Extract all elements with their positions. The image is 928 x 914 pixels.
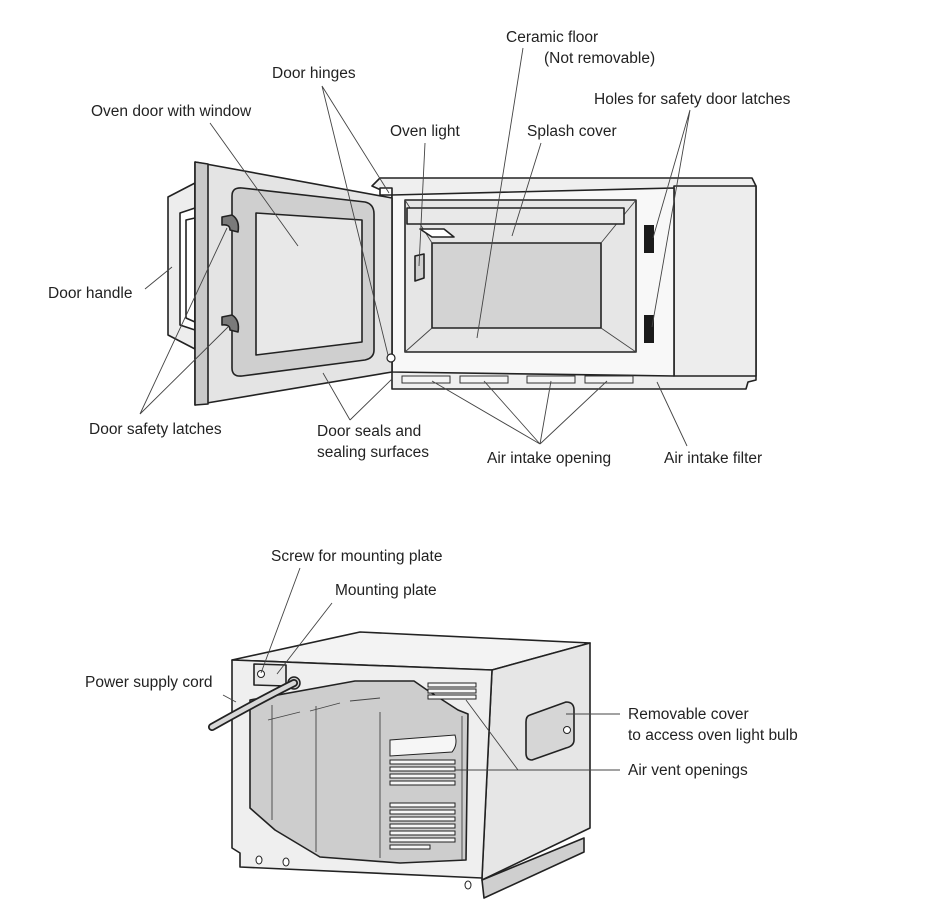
label-ceramic-floor: Ceramic floor bbox=[506, 29, 599, 46]
label-door-seals-line1: Door seals and bbox=[317, 423, 422, 440]
label-holes-safety-latches: Holes for safety door latches bbox=[594, 91, 791, 108]
label-oven-door-window: Oven door with window bbox=[91, 103, 252, 120]
door-hinge-bottom bbox=[386, 353, 396, 363]
label-door-seals-line2: sealing surfaces bbox=[317, 444, 430, 461]
label-door-handle: Door handle bbox=[48, 285, 133, 302]
label-screw-mounting-plate: Screw for mounting plate bbox=[271, 548, 443, 565]
microwave-front-view bbox=[139, 47, 757, 447]
label-air-vent-openings: Air vent openings bbox=[628, 762, 748, 779]
air-vent-openings bbox=[389, 682, 477, 850]
label-removable-cover-line1: Removable cover bbox=[628, 706, 749, 723]
label-air-intake-opening: Air intake opening bbox=[487, 450, 612, 467]
mounting-plate-screw bbox=[257, 670, 265, 678]
door-hinge-top bbox=[379, 187, 393, 196]
latch-hole-bottom bbox=[644, 315, 654, 343]
latch-hole-top bbox=[644, 225, 654, 253]
removable-light-cover bbox=[525, 701, 575, 761]
microwave-rear-view bbox=[208, 567, 620, 899]
door-window bbox=[255, 212, 363, 356]
label-power-supply-cord: Power supply cord bbox=[85, 674, 213, 691]
label-splash-cover: Splash cover bbox=[527, 123, 617, 140]
oven-light bbox=[414, 253, 425, 282]
label-door-safety-latches: Door safety latches bbox=[89, 421, 222, 438]
label-air-intake-filter: Air intake filter bbox=[664, 450, 763, 467]
label-ceramic-floor-note: (Not removable) bbox=[544, 50, 656, 67]
door-latch-top bbox=[221, 214, 240, 233]
leader-lines-front bbox=[139, 47, 691, 447]
label-removable-cover-line2: to access oven light bulb bbox=[628, 727, 798, 744]
label-mounting-plate: Mounting plate bbox=[335, 582, 437, 599]
leader-lines-rear bbox=[222, 567, 620, 771]
label-oven-light: Oven light bbox=[390, 123, 460, 140]
door-latch-bottom bbox=[221, 314, 240, 333]
splash-cover bbox=[406, 207, 625, 225]
label-door-hinges: Door hinges bbox=[272, 65, 356, 82]
air-intake-slots bbox=[401, 375, 634, 384]
